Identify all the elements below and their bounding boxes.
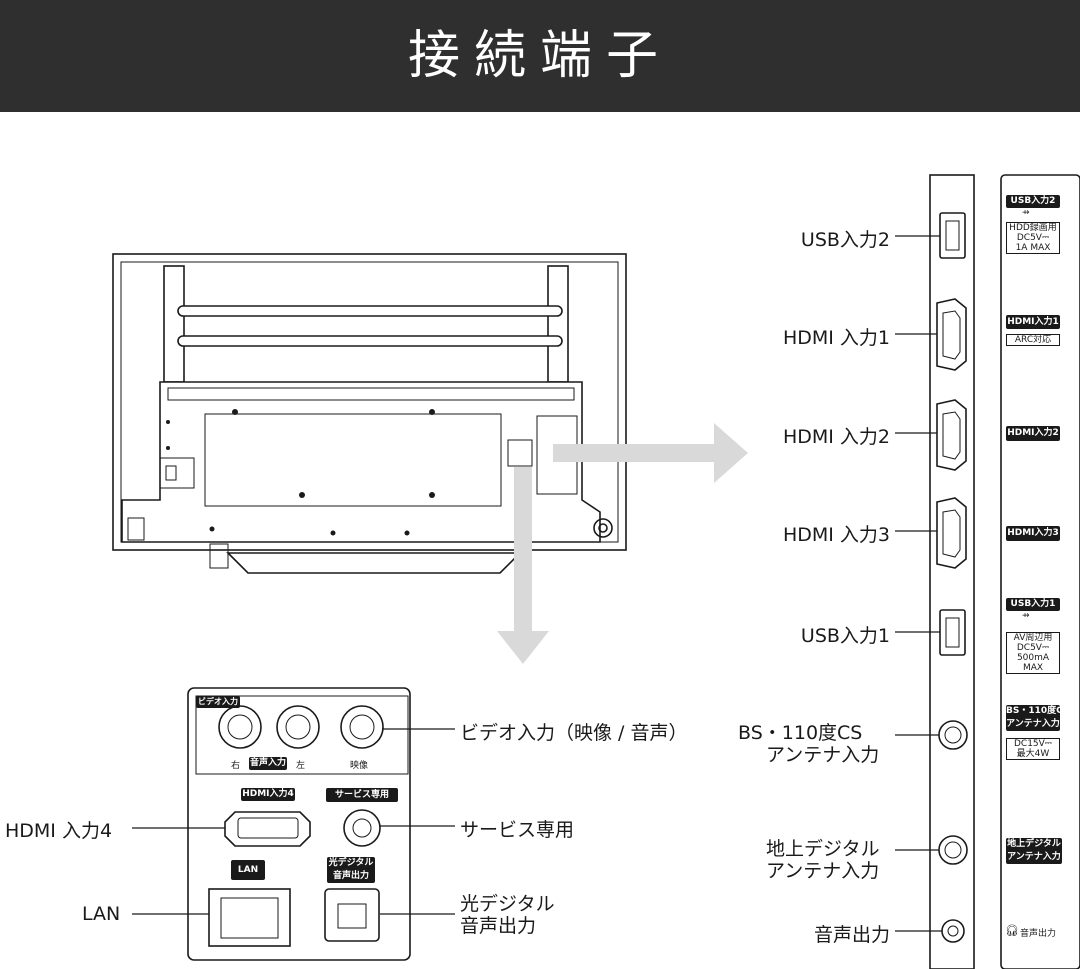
- label-hdmi3: HDMI 入力3: [782, 524, 890, 546]
- legend-terrestrial-title: 地上デジタル アンテナ入力: [1006, 838, 1062, 864]
- label-usb1: USB入力1: [800, 625, 890, 647]
- label-audio-out: 音声出力: [813, 924, 890, 946]
- arrow-down: [497, 467, 549, 664]
- legend-bs-spec: DC15V⎓ 最大4W: [1006, 738, 1060, 760]
- label-usb2: USB入力2: [800, 229, 890, 251]
- legend-usb1-spec: AV周辺用 DC5V⎓ 500mA MAX: [1006, 632, 1060, 674]
- tag-video-input: ビデオ入力: [196, 696, 240, 708]
- small-left: 左: [296, 761, 306, 771]
- tv-rear-illustration: [112, 253, 627, 574]
- bottom-panel: [187, 687, 411, 961]
- legend-bs-title: BS・110度CS アンテナ入力: [1006, 705, 1070, 731]
- headphone-icon: 🎧︎: [1005, 924, 1019, 937]
- tag-hdmi4: HDMI入力4: [241, 788, 295, 801]
- label-hdmi1: HDMI 入力1: [782, 327, 890, 349]
- usb-symbol-icon: ⇸: [1022, 208, 1030, 218]
- usb-symbol-icon: ⇸: [1022, 611, 1030, 621]
- label-service: サービス専用: [460, 819, 575, 841]
- label-hdmi2: HDMI 入力2: [782, 426, 890, 448]
- tag-audio-input: 音声入力: [249, 757, 287, 770]
- label-hdmi4: HDMI 入力4: [5, 820, 113, 842]
- label-optical-audio: 光デジタル 音声出力: [460, 893, 555, 937]
- tag-optical: 光デジタル 音声出力: [327, 857, 375, 883]
- legend-hdmi1-arc: ARC対応: [1006, 334, 1060, 346]
- label-bs-antenna: BS・110度CS アンテナ入力: [738, 722, 880, 766]
- small-right: 右: [231, 761, 241, 771]
- small-video: 映像: [350, 761, 369, 771]
- side-panel: [929, 174, 1080, 969]
- tag-service: サービス専用: [326, 788, 398, 802]
- header-bar: 接続端子: [0, 0, 1080, 112]
- tv-back-diagram: [112, 174, 1080, 969]
- arrow-right: [553, 423, 748, 483]
- bottom-panel-leader-lines: [132, 728, 455, 915]
- side-panel-leader-lines: [895, 235, 942, 932]
- legend-audio-title: 音声出力: [1020, 929, 1057, 939]
- tv-screw-dots: [166, 409, 435, 536]
- label-terrestrial-antenna: 地上デジタル アンテナ入力: [766, 838, 880, 882]
- tag-lan: LAN: [231, 860, 265, 880]
- page-title: 接続端子: [407, 26, 672, 86]
- label-video-input: ビデオ入力（映像 / 音声）: [460, 722, 688, 744]
- legend-usb2-title: USB入力2: [1006, 195, 1060, 208]
- legend-hdmi3-title: HDMI入力3: [1006, 526, 1060, 541]
- legend-hdmi2-title: HDMI入力2: [1006, 426, 1060, 441]
- legend-hdmi1-title: HDMI入力1: [1006, 315, 1060, 329]
- legend-usb2-spec: HDD録画用 DC5V⎓ 1A MAX: [1006, 222, 1060, 254]
- legend-usb1-title: USB入力1: [1006, 598, 1060, 611]
- label-lan: LAN: [82, 903, 121, 925]
